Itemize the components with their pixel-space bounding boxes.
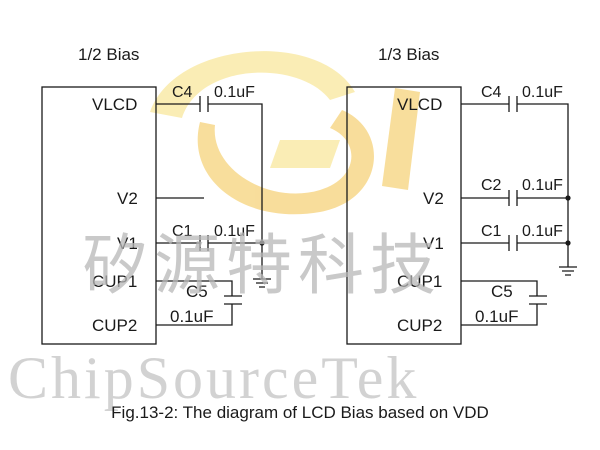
right-pin-v1: V1 bbox=[423, 234, 444, 253]
left-c1-capacitor bbox=[199, 235, 209, 251]
figure-caption: Fig.13-2: The diagram of LCD Bias based … bbox=[111, 403, 489, 422]
left-pin-v1: V1 bbox=[117, 234, 138, 253]
left-c5-capacitor bbox=[224, 295, 242, 305]
right-circuit-third-bias: 1/3 Bias VLCD V2 V1 CUP1 CUP2 C4 0.1uF C… bbox=[346, 45, 577, 345]
right-pin-v2: V2 bbox=[423, 189, 444, 208]
right-c2-capacitor bbox=[508, 190, 518, 206]
right-c5-capacitor bbox=[529, 295, 547, 305]
left-pin-cup1: CUP1 bbox=[92, 272, 137, 291]
left-c5-name: C5 bbox=[186, 282, 208, 301]
left-c1-value: 0.1uF bbox=[214, 223, 255, 240]
right-pin-cup2: CUP2 bbox=[397, 316, 442, 335]
left-c4-value: 0.1uF bbox=[214, 84, 255, 101]
left-c4-name: C4 bbox=[172, 84, 193, 101]
right-junction-dot-v1 bbox=[565, 240, 571, 246]
left-c1-name: C1 bbox=[172, 223, 193, 240]
right-c2-name: C2 bbox=[481, 177, 502, 194]
left-pin-v2: V2 bbox=[117, 189, 138, 208]
left-c5-value: 0.1uF bbox=[170, 307, 213, 326]
right-c1-capacitor bbox=[508, 235, 518, 251]
left-vlcd-wire bbox=[156, 103, 263, 279]
right-ground-icon bbox=[559, 266, 577, 276]
left-cup1-wire bbox=[156, 280, 233, 296]
right-pin-vlcd: VLCD bbox=[397, 95, 442, 114]
watermark-english: ChipSourceTek bbox=[8, 345, 419, 411]
right-c1-value: 0.1uF bbox=[522, 223, 563, 240]
left-pin-cup2: CUP2 bbox=[92, 316, 137, 335]
left-cup2-wire bbox=[156, 304, 233, 326]
left-c4-capacitor bbox=[199, 96, 209, 112]
left-title: 1/2 Bias bbox=[78, 45, 139, 64]
right-vlcd-wire bbox=[461, 103, 569, 267]
left-ground-icon bbox=[253, 278, 271, 288]
right-ic-block bbox=[346, 86, 462, 345]
left-pin-vlcd: VLCD bbox=[92, 95, 137, 114]
left-junction-dot bbox=[259, 240, 265, 246]
right-c4-value: 0.1uF bbox=[522, 84, 563, 101]
right-pin-cup1: CUP1 bbox=[397, 272, 442, 291]
chipsourcetek-logo-watermark bbox=[150, 51, 420, 215]
right-c4-name: C4 bbox=[481, 84, 502, 101]
left-ic-block bbox=[41, 86, 157, 345]
right-c2-value: 0.1uF bbox=[522, 177, 563, 194]
right-c5-name: C5 bbox=[491, 282, 513, 301]
left-circuit-half-bias: 1/2 Bias VLCD V2 V1 CUP1 CUP2 C4 0.1uF C… bbox=[41, 45, 271, 345]
right-cup1-wire bbox=[461, 280, 538, 296]
right-c5-value: 0.1uF bbox=[475, 307, 518, 326]
watermark-chinese: 矽源特科技 bbox=[82, 227, 442, 304]
right-c4-capacitor bbox=[508, 96, 518, 112]
right-cup2-wire bbox=[461, 304, 538, 326]
right-junction-dot-v2 bbox=[565, 195, 571, 201]
right-c1-name: C1 bbox=[481, 223, 502, 240]
right-title: 1/3 Bias bbox=[378, 45, 439, 64]
